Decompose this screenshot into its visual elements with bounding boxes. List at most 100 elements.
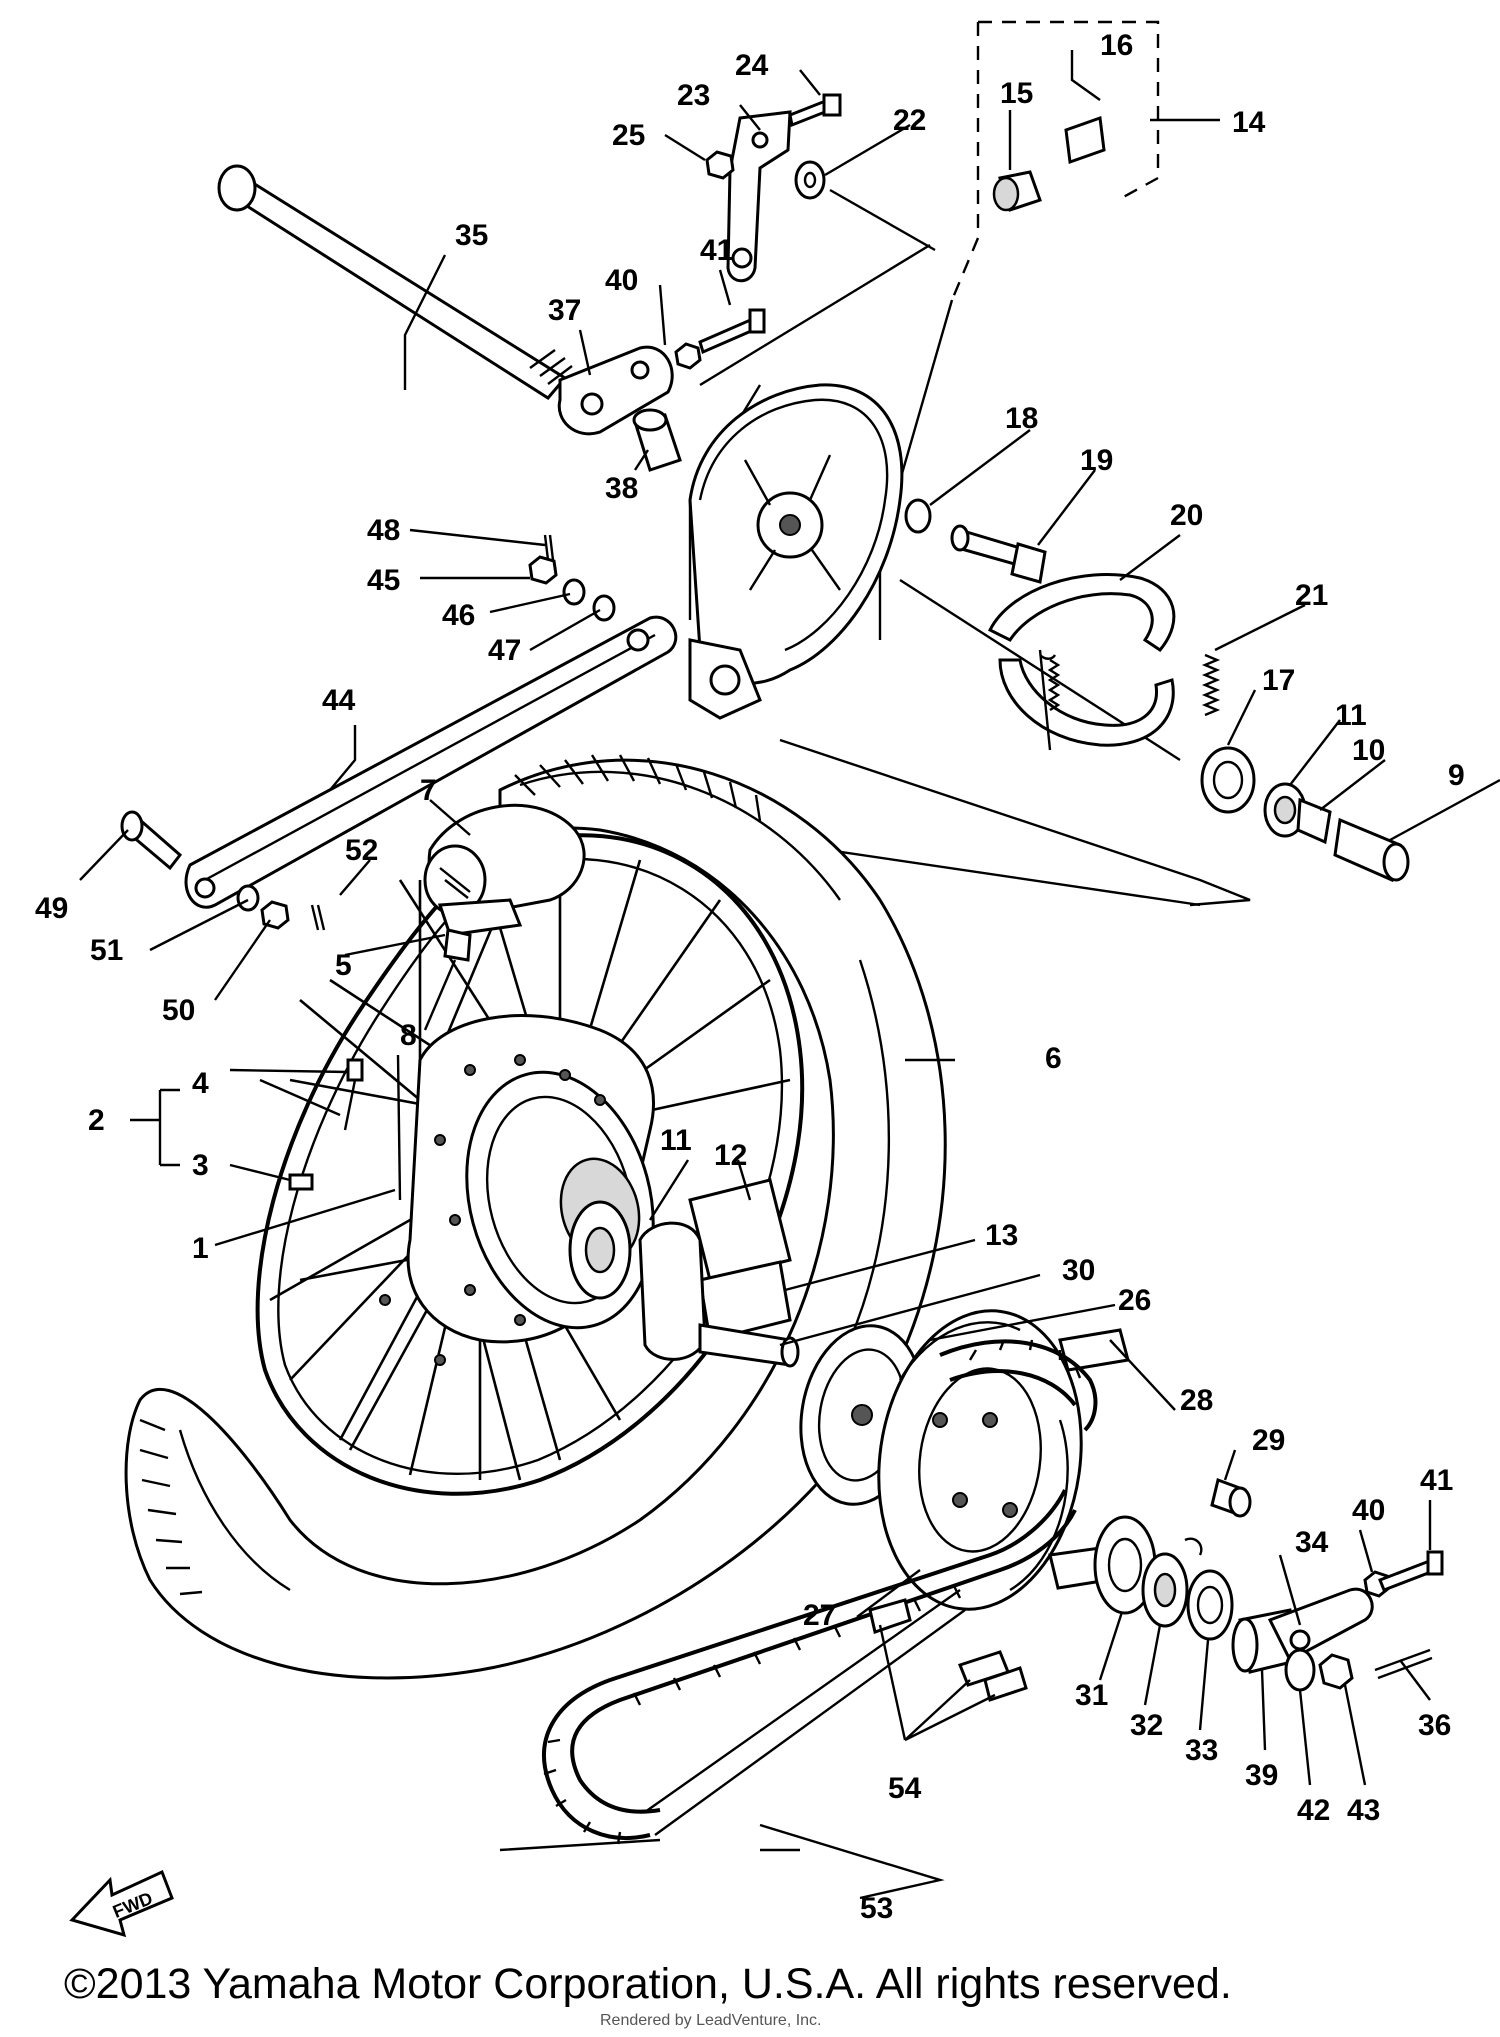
drive-chain-53 — [542, 1339, 1098, 1845]
callout-39: 39 — [1245, 1759, 1278, 1792]
callout-23: 23 — [677, 79, 710, 112]
callout-21: 21 — [1295, 579, 1328, 612]
bearing-32 — [1141, 1552, 1189, 1628]
callout-52: 52 — [345, 834, 378, 867]
callout-24: 24 — [735, 49, 769, 82]
washer-42 — [1284, 1648, 1316, 1692]
shaft-30 — [698, 1323, 800, 1368]
chain-puller-34 — [1267, 1587, 1374, 1663]
callout-30: 30 — [1062, 1254, 1095, 1287]
callout-53: 53 — [860, 1892, 893, 1925]
spacer-9 — [1333, 817, 1410, 883]
callout-48: 48 — [367, 514, 400, 547]
callout-32: 32 — [1130, 1709, 1163, 1742]
chain-puller — [557, 345, 674, 436]
damper-13 — [638, 1221, 707, 1361]
callout-2: 2 — [88, 1104, 105, 1137]
callout-14: 14 — [1232, 106, 1266, 139]
group-box-14 — [950, 20, 1160, 301]
callout-6: 6 — [1045, 1042, 1062, 1075]
callout-11-left: 11 — [660, 1124, 692, 1157]
callout-36: 36 — [1418, 1709, 1451, 1742]
spoke-nipple-3 — [288, 1173, 314, 1191]
spoke-nipple-4 — [343, 1058, 364, 1131]
callout-40-top: 40 — [605, 264, 638, 297]
bolt-49 — [120, 810, 183, 871]
cotter-pin-48 — [543, 534, 555, 561]
collar — [632, 408, 682, 472]
callout-29: 29 — [1252, 1424, 1285, 1457]
rear-axle — [217, 164, 573, 400]
brake-shoe-plate — [688, 383, 904, 720]
callout-38: 38 — [605, 472, 638, 505]
oil-seal-17 — [1200, 746, 1256, 814]
callout-50: 50 — [162, 994, 195, 1027]
callout-16: 16 — [1100, 29, 1133, 62]
callout-26: 26 — [1118, 1284, 1151, 1317]
bolt-29 — [1210, 1478, 1252, 1518]
callout-3: 3 — [192, 1149, 209, 1182]
callout-47: 47 — [488, 634, 521, 667]
callout-22: 22 — [893, 104, 926, 137]
copyright-notice: ©2013 Yamaha Motor Corporation, U.S.A. A… — [64, 1960, 1232, 2008]
washer-22 — [794, 160, 826, 200]
tension-bar — [184, 615, 678, 909]
plate-16 — [1064, 115, 1106, 165]
torque-arm-bracket — [726, 110, 792, 283]
callout-25: 25 — [612, 119, 645, 152]
callout-5: 5 — [335, 949, 352, 982]
axle-nut-43 — [1318, 1653, 1354, 1690]
callout-17: 17 — [1262, 664, 1295, 697]
callout-41-top: 41 — [700, 234, 733, 267]
callout-4: 4 — [192, 1067, 209, 1100]
callout-19: 19 — [1080, 444, 1113, 477]
bearing-11-left — [568, 1200, 632, 1300]
callout-34: 34 — [1295, 1526, 1329, 1559]
callout-7: 7 — [420, 774, 437, 807]
callout-27: 27 — [803, 1599, 836, 1632]
circlip-small — [1184, 1537, 1203, 1556]
callout-9: 9 — [1448, 759, 1465, 792]
washer-46 — [562, 578, 586, 606]
bolt-24 — [788, 93, 842, 128]
watermark-text: Rendered by LeadVenture, Inc. — [600, 2012, 822, 2029]
callout-33: 33 — [1185, 1734, 1218, 1767]
seal-18 — [904, 498, 932, 534]
brake-shoes — [987, 573, 1176, 751]
spacer-10 — [1296, 797, 1332, 845]
tire — [124, 754, 947, 1680]
callout-8: 8 — [400, 1019, 417, 1052]
fwd-arrow-icon: FWD — [69, 1869, 174, 1938]
callout-37: 37 — [548, 294, 581, 327]
callout-12: 12 — [714, 1139, 747, 1172]
washer-51 — [236, 884, 260, 912]
valve-8 — [443, 928, 472, 962]
callout-54: 54 — [888, 1772, 922, 1805]
callout-labels: 1 2 3 4 5 6 7 8 9 10 11 11 12 13 14 15 1… — [35, 29, 1465, 1925]
callout-18: 18 — [1005, 402, 1038, 435]
callout-31: 31 — [1075, 1679, 1108, 1712]
callout-46: 46 — [442, 599, 475, 632]
cotter-52 — [310, 904, 326, 931]
washer-47 — [592, 594, 616, 622]
callout-51: 51 — [90, 934, 123, 967]
band-5 — [437, 898, 523, 937]
nut-40-top — [674, 342, 702, 370]
damper-12 — [688, 1178, 792, 1342]
master-link-54 — [868, 1598, 1028, 1702]
oil-seal-33 — [1186, 1569, 1234, 1641]
callout-20: 20 — [1170, 499, 1203, 532]
callout-15: 15 — [1000, 77, 1033, 110]
spoke-1 — [396, 1054, 402, 1201]
callout-40-right: 40 — [1352, 1494, 1385, 1527]
callout-1: 1 — [192, 1232, 209, 1265]
callout-35: 35 — [455, 219, 488, 252]
callout-13: 13 — [985, 1219, 1018, 1252]
lock-washer-28 — [1048, 1328, 1130, 1590]
callout-28: 28 — [1180, 1384, 1213, 1417]
callout-11-right: 11 — [1335, 699, 1367, 732]
brake-cam-19 — [950, 524, 1047, 584]
callout-41-right: 41 — [1420, 1464, 1453, 1497]
callout-43: 43 — [1347, 1794, 1380, 1827]
callout-42: 42 — [1297, 1794, 1330, 1827]
